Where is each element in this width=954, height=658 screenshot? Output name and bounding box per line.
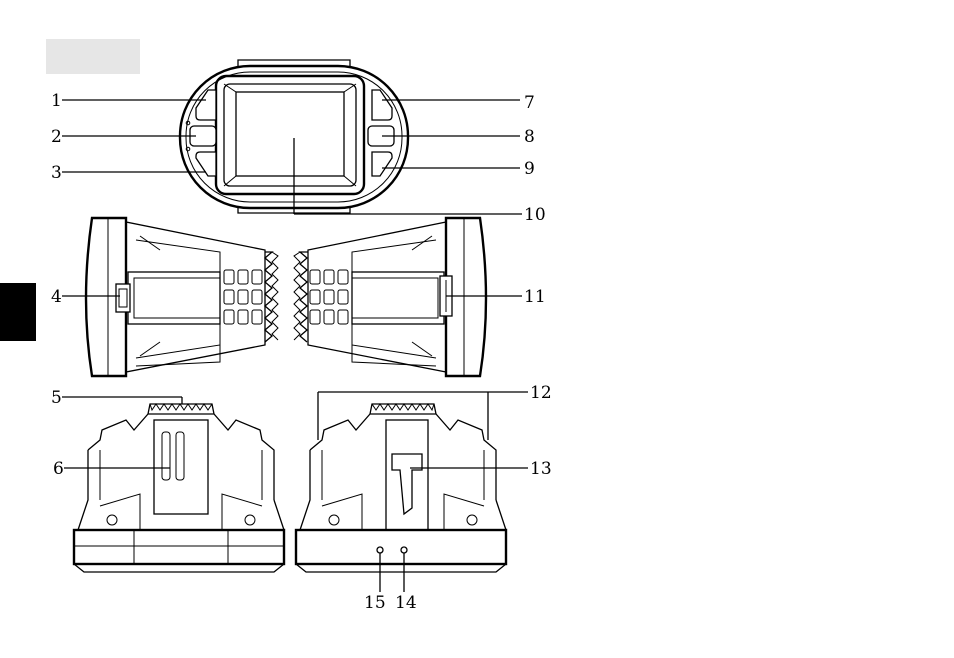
microphone-hole xyxy=(401,547,407,553)
callout-4: 4 xyxy=(51,287,62,307)
callout-lines xyxy=(62,100,528,592)
callout-9: 9 xyxy=(524,159,535,179)
callout-13: 13 xyxy=(530,459,552,479)
button-7[interactable] xyxy=(372,90,392,120)
callout-8: 8 xyxy=(524,127,535,147)
callout-11: 11 xyxy=(524,287,546,307)
callout-15: 15 xyxy=(364,593,386,613)
callout-10: 10 xyxy=(524,205,546,225)
callout-6: 6 xyxy=(53,459,64,479)
mount-slot xyxy=(392,454,422,514)
rear-view-right xyxy=(296,392,506,572)
button-9[interactable] xyxy=(372,152,392,176)
callout-7: 7 xyxy=(524,93,535,113)
callout-14: 14 xyxy=(395,593,417,613)
side-view-left xyxy=(86,218,278,376)
side-view-right xyxy=(294,218,486,376)
reset-hole[interactable] xyxy=(377,547,383,553)
callout-3: 3 xyxy=(51,163,62,183)
callout-1: 1 xyxy=(51,91,62,111)
button-1[interactable] xyxy=(196,90,216,120)
rear-view-left xyxy=(74,404,284,572)
callout-12: 12 xyxy=(530,383,552,403)
slot-left xyxy=(162,432,170,480)
slot-right xyxy=(176,432,184,480)
mini-usb-port xyxy=(116,284,130,312)
callout-5: 5 xyxy=(51,388,62,408)
callout-2: 2 xyxy=(51,127,62,147)
